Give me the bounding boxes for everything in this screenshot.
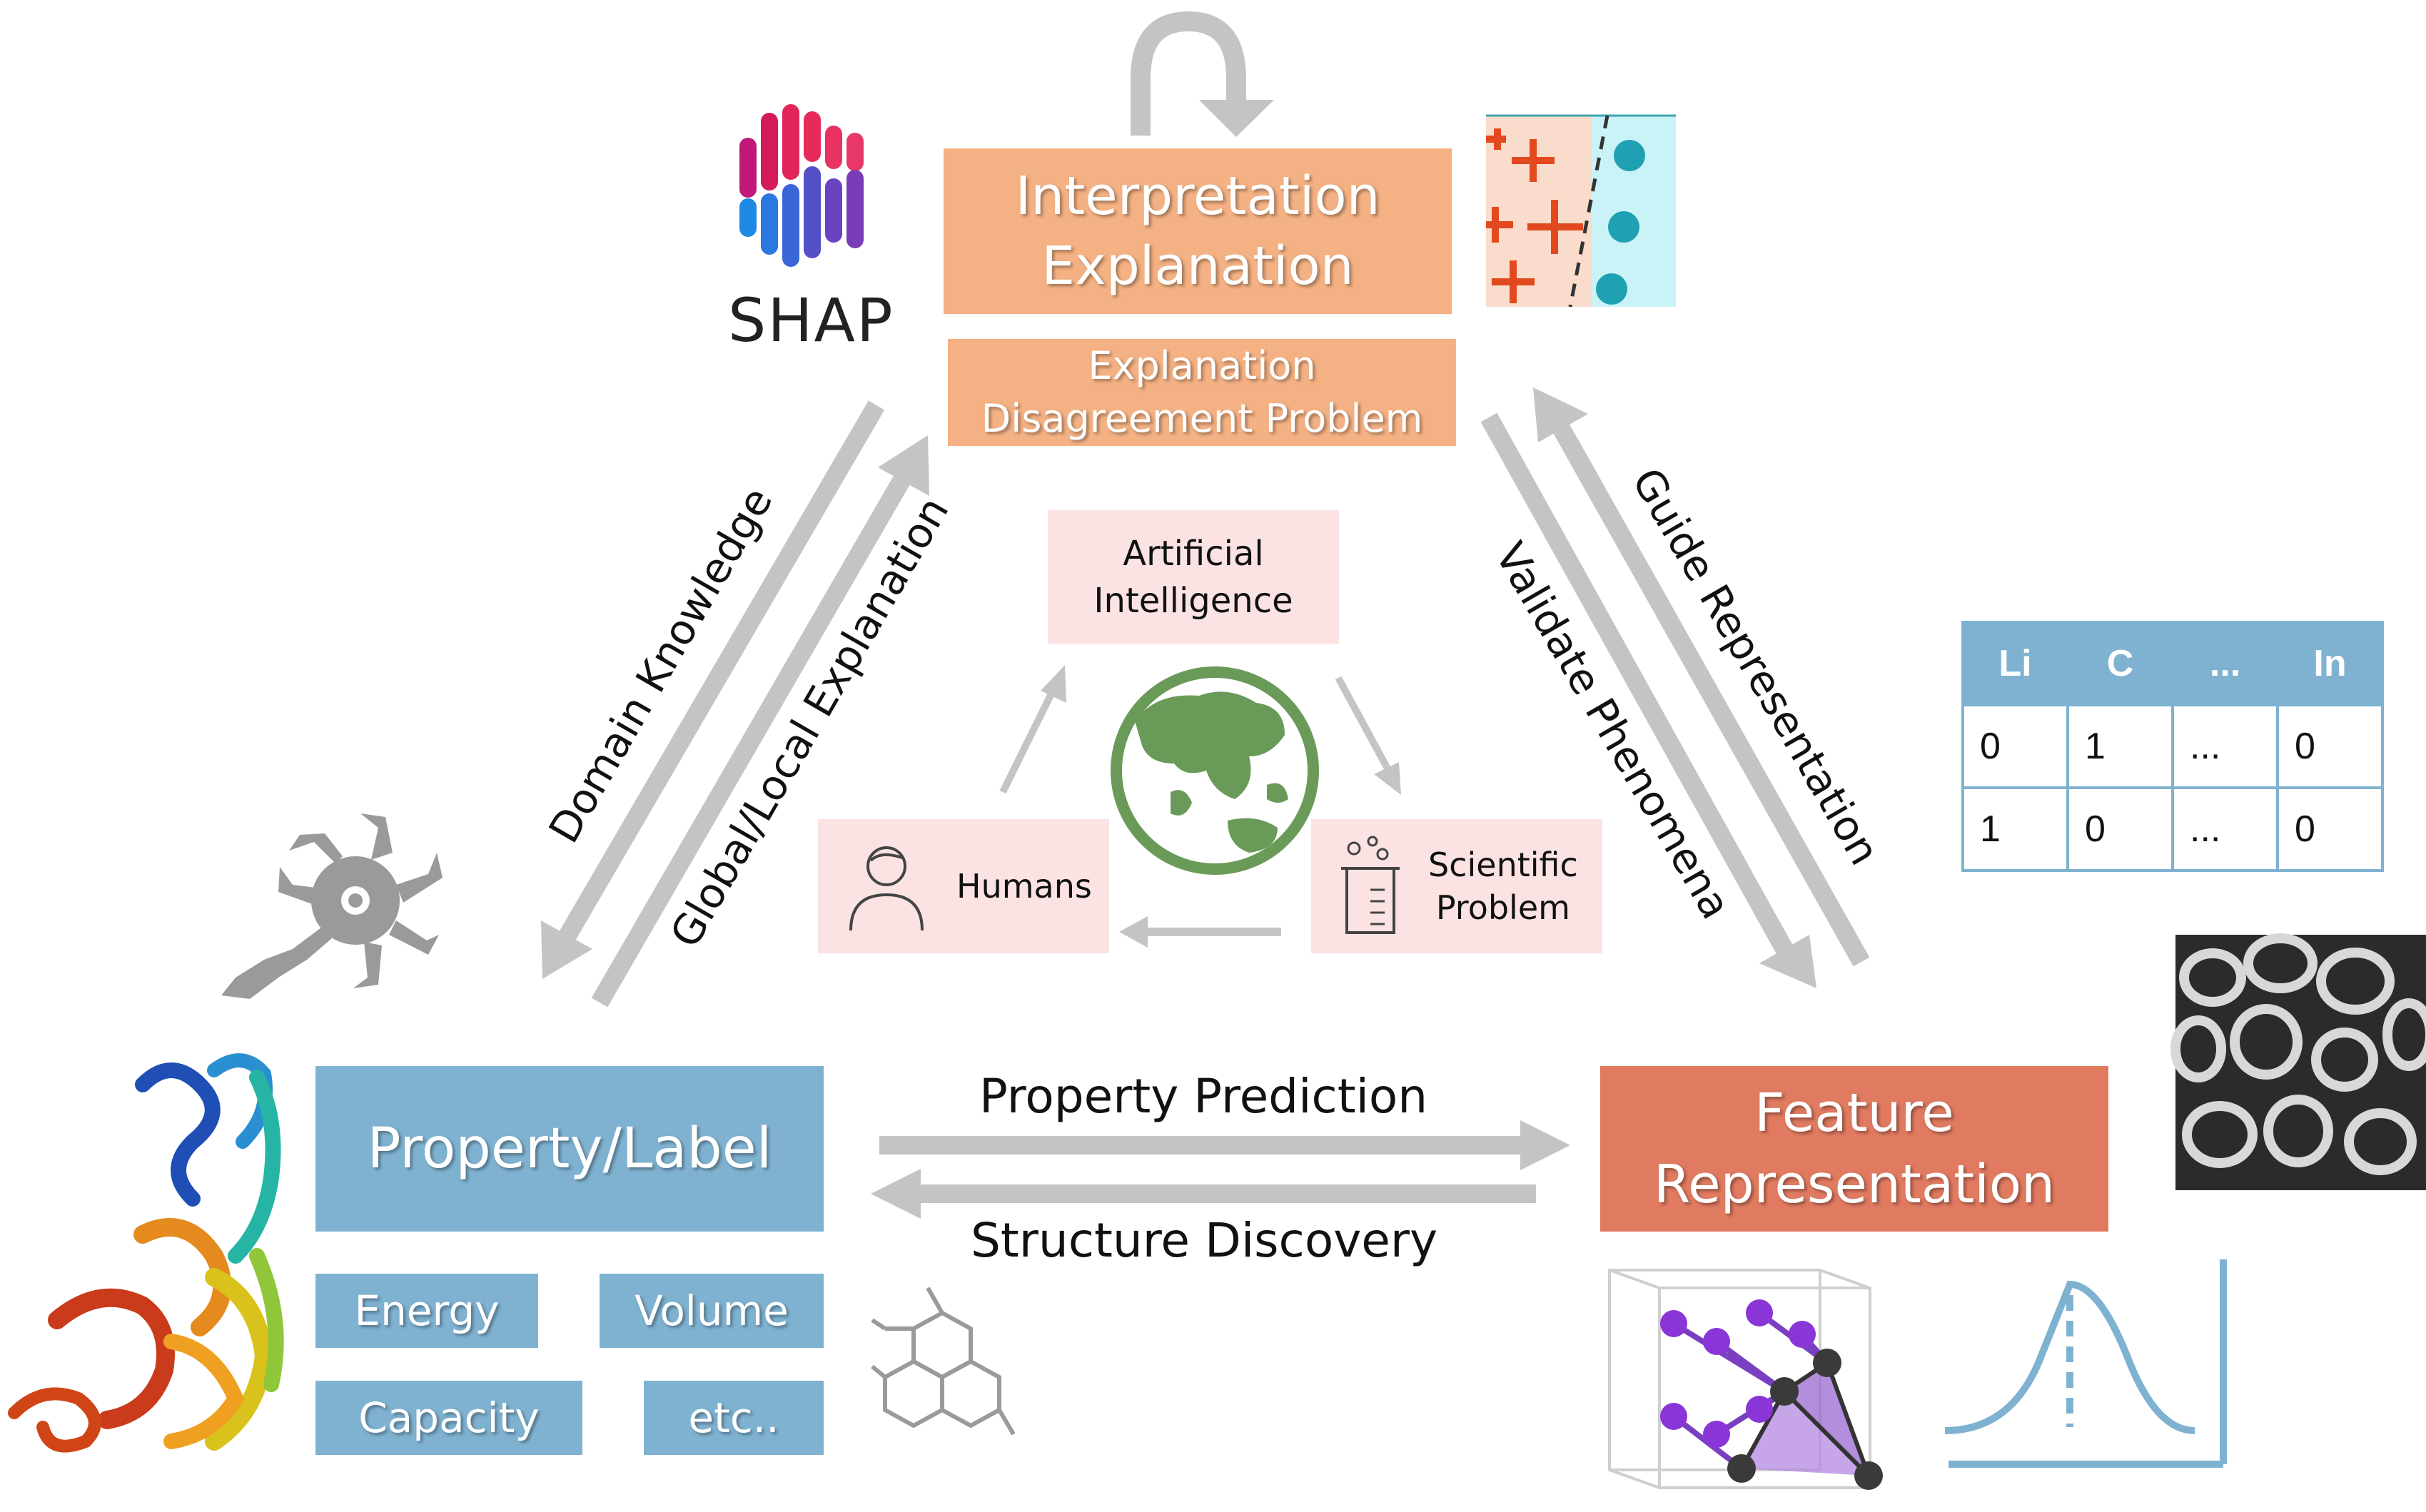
feature-line1: Feature [1754,1082,1954,1144]
globe-icon [1111,666,1319,875]
interpretation-explanation-box: Interpretation Explanation [944,148,1452,314]
protein-structure-icon [8,1053,284,1453]
table-header-cell: In [2276,621,2384,706]
property-prediction-label: Property Prediction [979,1069,1428,1124]
disagreement-line2: Disagreement Problem [981,396,1423,441]
feature-table-header: Li C ... In [1961,621,2384,706]
property-prediction-arrow [879,1120,1570,1170]
ai-line2: Intelligence [1093,581,1293,621]
table-cell: 0 [1961,704,2069,789]
domain-knowledge-arrow [541,400,885,979]
validate-phenomena-arrow [1480,412,1816,988]
person-icon [849,846,924,931]
table-cell: 1 [1961,786,2069,872]
microscopy-image-icon [2170,933,2426,1190]
self-loop-arrow [1131,11,1274,137]
scientific-label: Scientific Problem [1428,843,1578,929]
scientific-line2: Problem [1435,888,1570,927]
humans-label: Humans [956,867,1092,905]
etc-box: etc.. [644,1381,824,1455]
energy-box: Energy [315,1274,538,1348]
beaker-icon [1341,836,1400,934]
energy-label: Energy [354,1287,500,1335]
table-cell: 1 [2066,704,2174,789]
structure-discovery-arrow [871,1169,1536,1219]
property-label-box: Property/Label [315,1066,824,1232]
table-cell: 0 [2276,786,2384,872]
capacity-box: Capacity [315,1381,582,1455]
structure-discovery-label: Structure Discovery [971,1213,1438,1268]
table-cell: ... [2171,786,2279,872]
table-cell: 0 [2066,786,2174,872]
ai-line1: Artificial [1123,534,1264,574]
table-header-cell: ... [2171,621,2279,706]
interpretation-line1: Interpretation [1015,166,1380,227]
crystal-structure-icon [1608,1269,1883,1490]
table-cell: 0 [2276,704,2384,789]
table-header-cell: C [2066,621,2174,706]
table-header-cell: Li [1961,621,2069,706]
table-row: 1 0 ... 0 [1961,786,2384,872]
volume-label: Volume [635,1287,789,1335]
feature-table: Li C ... In 0 1 ... 0 1 0 ... 0 [1961,621,2384,872]
shap-logo-icon [739,104,864,267]
table-cell: ... [2171,704,2279,789]
volume-box: Volume [600,1274,824,1348]
guide-representation-arrow [1533,387,1870,967]
property-title: Property/Label [367,1117,772,1181]
disagreement-problem-box: Explanation Disagreement Problem [948,339,1456,446]
interpretation-line2: Explanation [1041,235,1354,297]
inner-cycle-arrows [999,665,1401,948]
scientific-problem-box: Scientific Problem [1311,819,1602,953]
shap-label: SHAP [728,285,894,355]
capacity-label: Capacity [358,1394,540,1442]
decision-boundary-icon [1486,114,1676,308]
feature-representation-box: Feature Representation [1600,1066,2108,1232]
disagreement-line1: Explanation [1088,343,1316,388]
scientific-line1: Scientific [1428,846,1578,884]
gaussian-distribution-icon [1944,1259,2227,1468]
artificial-intelligence-box: Artificial Intelligence [1048,510,1339,644]
humans-box: Humans [818,819,1109,953]
feature-line2: Representation [1653,1154,2055,1215]
etc-label: etc.. [688,1394,779,1442]
hexagon-molecule-icon [871,1287,1016,1436]
neuron-icon [221,813,443,999]
global-local-arrow [591,435,929,1008]
table-row: 0 1 ... 0 [1961,704,2384,789]
